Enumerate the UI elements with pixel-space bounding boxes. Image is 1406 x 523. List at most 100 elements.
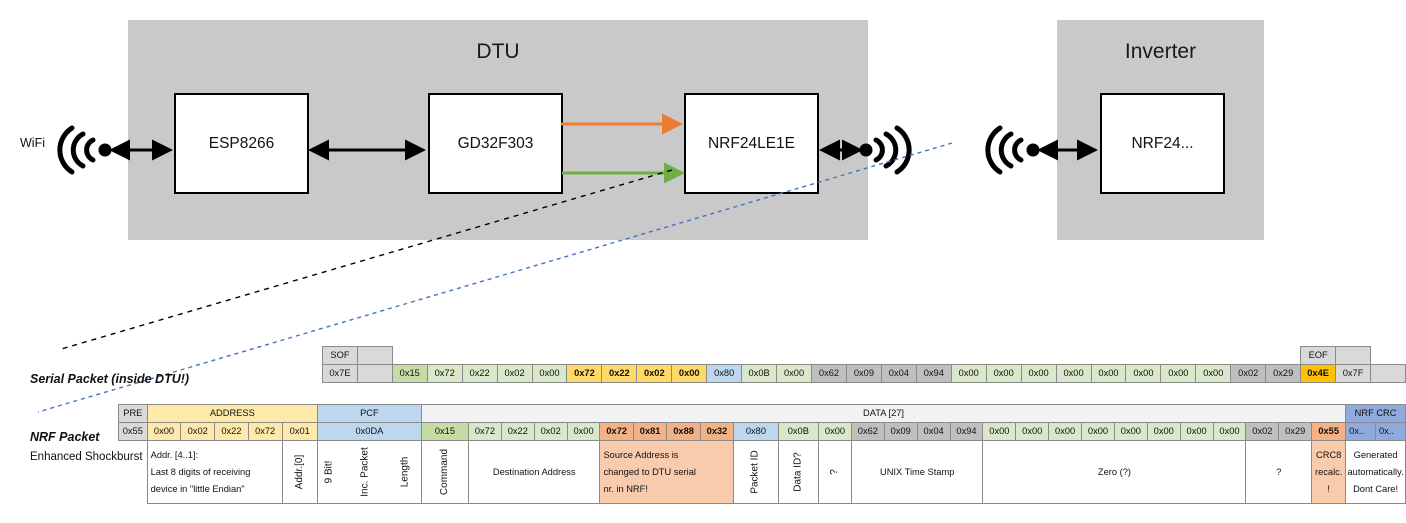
nrf-desc-address-l3: device in "little Endian" [150,483,245,494]
nrf-address-byte-0: 0x00 [146,422,182,441]
nrf-desc-command-text: Command [438,448,450,496]
nrf-crc-header: NRF CRC [1345,404,1406,423]
nrf-desc-addr0: Addr.[0] [281,440,318,504]
nrf-desc-pcf-l3: Length [399,456,411,488]
nrf-byte-0: 0x15 [420,422,469,441]
nrf-byte-15: 0x94 [949,422,984,441]
serial-byte-19: 0x00 [1055,364,1092,383]
serial-byte-24: 0x02 [1230,364,1267,383]
nrf-desc-unknown1: ? [818,440,852,504]
nrf-desc-unknown1-text: ? [829,469,840,475]
nrf-byte-13: 0x09 [883,422,918,441]
nrf-desc-addr0-text: Addr.[0] [293,454,305,490]
nrf-desc-destination: Destination Address [467,440,601,504]
nrf-byte-21: 0x00 [1146,422,1181,441]
serial-eof-header: EOF [1300,346,1337,365]
serial-byte-7: 0x02 [636,364,673,383]
nrf-address-byte-1: 0x02 [180,422,216,441]
nrf-desc-source-l1: Source Address is [603,449,679,460]
nrf-desc-crc8-l1: CRC8 [1316,449,1342,460]
serial-byte-26: 0x4E [1300,364,1337,383]
nrf-byte-1: 0x72 [467,422,502,441]
nrf-byte-18: 0x00 [1048,422,1083,441]
nrf-packet-label: NRF Packet [30,430,100,444]
nrf-desc-packet-id: Packet ID [733,440,779,504]
nrf-byte-17: 0x00 [1015,422,1050,441]
serial-byte-13: 0x09 [845,364,882,383]
nrf-desc-data-id: Data ID? [777,440,820,504]
serial-byte-15: 0x94 [915,364,952,383]
serial-packet-label: Serial Packet (inside DTU!) [30,372,190,386]
nrf-desc-source: Source Address is changed to DTU serial … [599,440,735,504]
nrf-desc-unknown2: ? [1245,440,1313,504]
nrf-desc-address: Addr. [4..1]: Last 8 digits of receiving… [146,440,283,504]
nrf-byte-14: 0x04 [916,422,951,441]
serial-header-row: SOF EOF [322,346,1406,365]
nrf-header-row: PRE ADDRESS PCF DATA [27] NRF CRC [118,404,1406,423]
nrf-byte-20: 0x00 [1113,422,1148,441]
nrf-byte-25: 0x29 [1278,422,1313,441]
chip-esp8266[interactable]: ESP8266 [174,93,309,194]
nrf-desc-packet-id-text: Packet ID [749,450,761,494]
nrf-byte-8: 0x32 [699,422,735,441]
nrf-desc-address-l1: Addr. [4..1]: [150,449,199,460]
serial-byte-2: 0x22 [461,364,498,383]
nrf-desc-address-l2: Last 8 digits of receiving [150,466,251,477]
nrf-address-byte-4: 0x01 [281,422,318,441]
nrf-desc-crc: Generated automatically. Dont Care! [1345,440,1406,504]
nrf-desc-pcf-l1: 9 Bit! [323,460,335,484]
nrf-desc-crc-l1: Generated [1353,449,1398,460]
serial-sof-value: 0x7E [322,364,358,383]
nrf-byte-23: 0x00 [1212,422,1247,441]
serial-byte-5: 0x72 [566,364,603,383]
nrf-desc-crc8-l2: recalc. [1314,466,1343,477]
serial-sof-value-pad [356,364,393,383]
nrf-pcf-value: 0x0DA [316,422,422,441]
nrf-desc-crc8: CRC8 recalc. ! [1311,440,1347,504]
nrf-desc-zero: Zero (?) [982,440,1247,504]
serial-byte-0: 0x15 [391,364,428,383]
chip-gd32f303[interactable]: GD32F303 [428,93,563,194]
serial-header-spacer [392,347,1300,365]
serial-byte-25: 0x29 [1265,364,1302,383]
serial-byte-17: 0x00 [985,364,1022,383]
nrf-byte-24: 0x02 [1245,422,1280,441]
block-diagram: DTU Inverter ESP8266 GD32F303 NRF24LE1E … [0,0,1406,260]
serial-byte-18: 0x00 [1020,364,1057,383]
serial-sof-header-pad [356,346,393,365]
nrf-desc-crc-l2: automatically. [1347,466,1404,477]
nrf-byte-7: 0x88 [666,422,701,441]
chip-nrf24le1e[interactable]: NRF24LE1E [684,93,819,194]
chip-nrf24[interactable]: NRF24... [1100,93,1225,194]
nrf-byte-9: 0x80 [733,422,779,441]
nrf-address-header: ADDRESS [146,404,318,423]
nrf-description-row: Addr. [4..1]: Last 8 digits of receiving… [119,440,1406,504]
nrf-byte-2: 0x22 [500,422,535,441]
nrf-desc-data-id-text: Data ID? [792,452,804,492]
nrf-byte-6: 0x81 [632,422,668,441]
serial-byte-8: 0x00 [671,364,708,383]
serial-byte-23: 0x00 [1195,364,1232,383]
serial-byte-4: 0x00 [531,364,568,383]
nrf-address-byte-2: 0x22 [214,422,249,441]
serial-byte-10: 0x0B [741,364,778,383]
nrf-byte-11: 0x00 [818,422,852,441]
serial-byte-16: 0x00 [950,364,987,383]
nrf-pre-value: 0x55 [118,422,148,441]
serial-byte-1: 0x72 [426,364,463,383]
nrf-desc-source-l2: changed to DTU serial [603,466,696,477]
serial-eof-value-pad [1370,364,1406,383]
nrf-crc-byte-0: 0x.. [1345,422,1376,441]
nrf-packet-sublabel: Enhanced Shockburst [30,451,143,463]
nrf-desc-pcf-l2: Inc. Packet [359,447,371,497]
serial-eof-header-pad [1335,346,1372,365]
serial-byte-20: 0x00 [1090,364,1127,383]
serial-byte-3: 0x02 [496,364,533,383]
nrf-pcf-header: PCF [316,404,422,423]
nrf-byte-4: 0x00 [566,422,601,441]
wifi-label: WiFi [20,136,45,150]
nrf-byte-3: 0x02 [533,422,568,441]
